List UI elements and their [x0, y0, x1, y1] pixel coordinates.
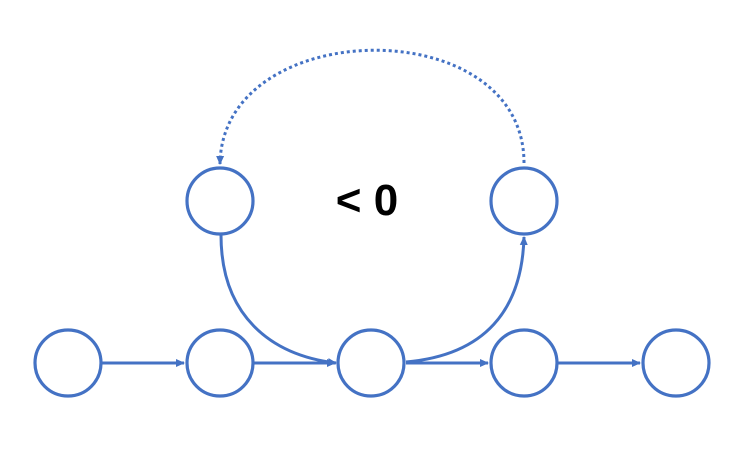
node-b4 — [489, 328, 559, 398]
node-b5 — [641, 328, 711, 398]
edge-b3-t2 — [405, 236, 528, 364]
edge-t1-b3 — [219, 234, 337, 367]
node-t2 — [489, 166, 559, 236]
node-b1 — [33, 328, 103, 398]
node-t1 — [185, 166, 255, 236]
node-b2 — [185, 328, 255, 398]
cycle-weight-label: < 0 — [336, 176, 398, 225]
edge-t2-t1-dotted-arc — [216, 48, 526, 165]
node-b3 — [336, 328, 406, 398]
